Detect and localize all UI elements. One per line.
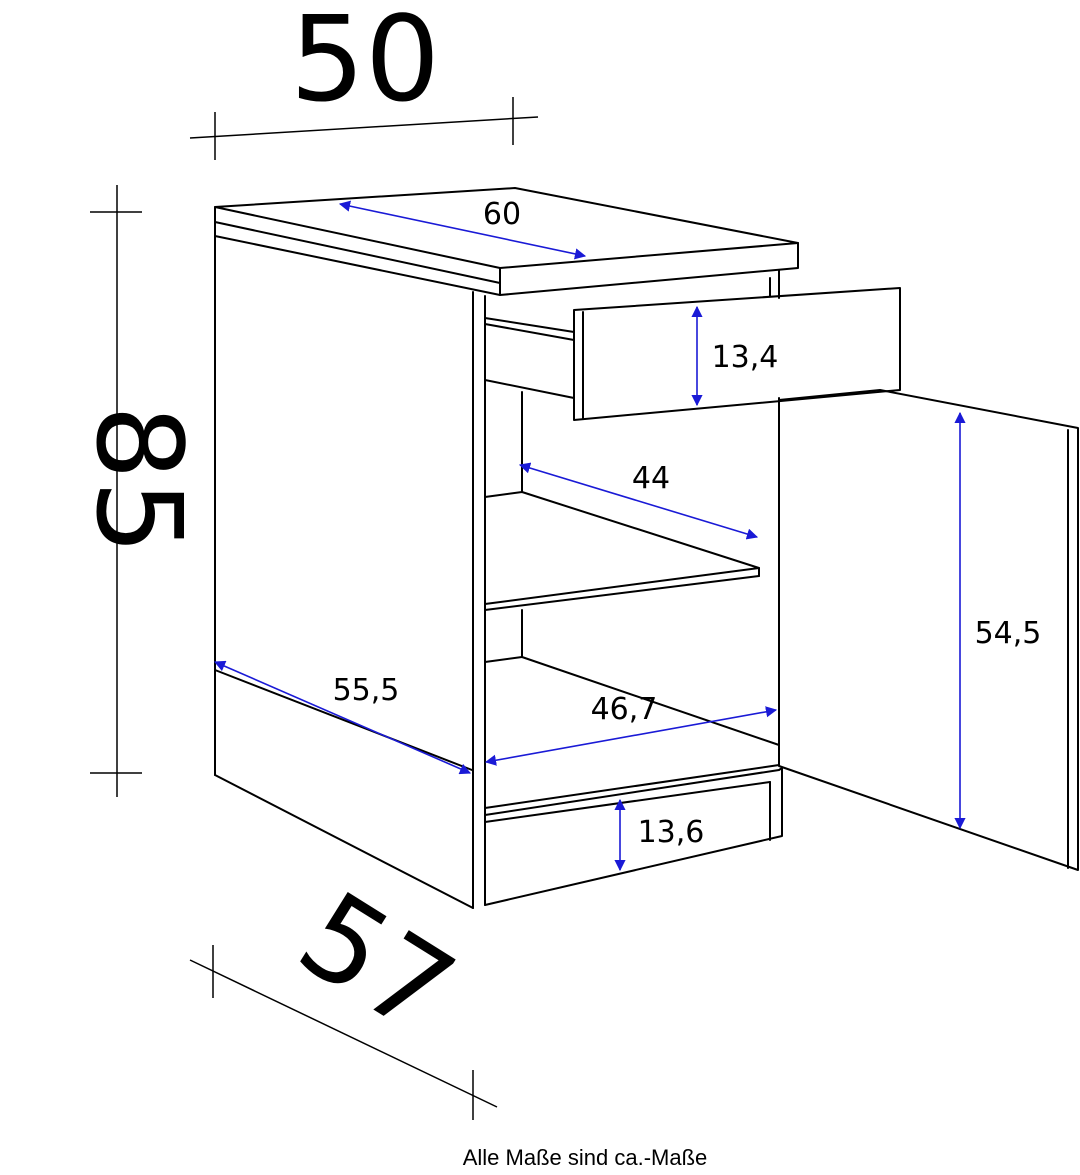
height-dimension-line <box>90 185 142 797</box>
width-label: 50 <box>290 0 440 128</box>
cabinet-body <box>214 187 1079 909</box>
drawer-height-label: 13,4 <box>712 340 779 375</box>
measurement-arrows <box>213 200 966 872</box>
door-height-label: 54,5 <box>975 616 1042 651</box>
inner-width-arrow <box>484 706 778 766</box>
inner-width-label: 46,7 <box>591 692 658 727</box>
caption: Alle Maße sind ca.-Maße <box>463 1145 708 1170</box>
plinth-height-label: 13,6 <box>638 815 705 850</box>
worktop-depth-label: 60 <box>483 197 521 232</box>
width-dimension-line <box>189 97 539 160</box>
worktop-depth-arrow <box>338 200 587 260</box>
height-label: 85 <box>70 405 208 555</box>
shelf-depth-arrow <box>518 462 759 540</box>
side-depth-arrow <box>213 660 472 775</box>
depth-dimension-line <box>189 945 498 1120</box>
shelf-depth-label: 44 <box>632 461 670 496</box>
side-depth-label: 55,5 <box>333 673 400 708</box>
